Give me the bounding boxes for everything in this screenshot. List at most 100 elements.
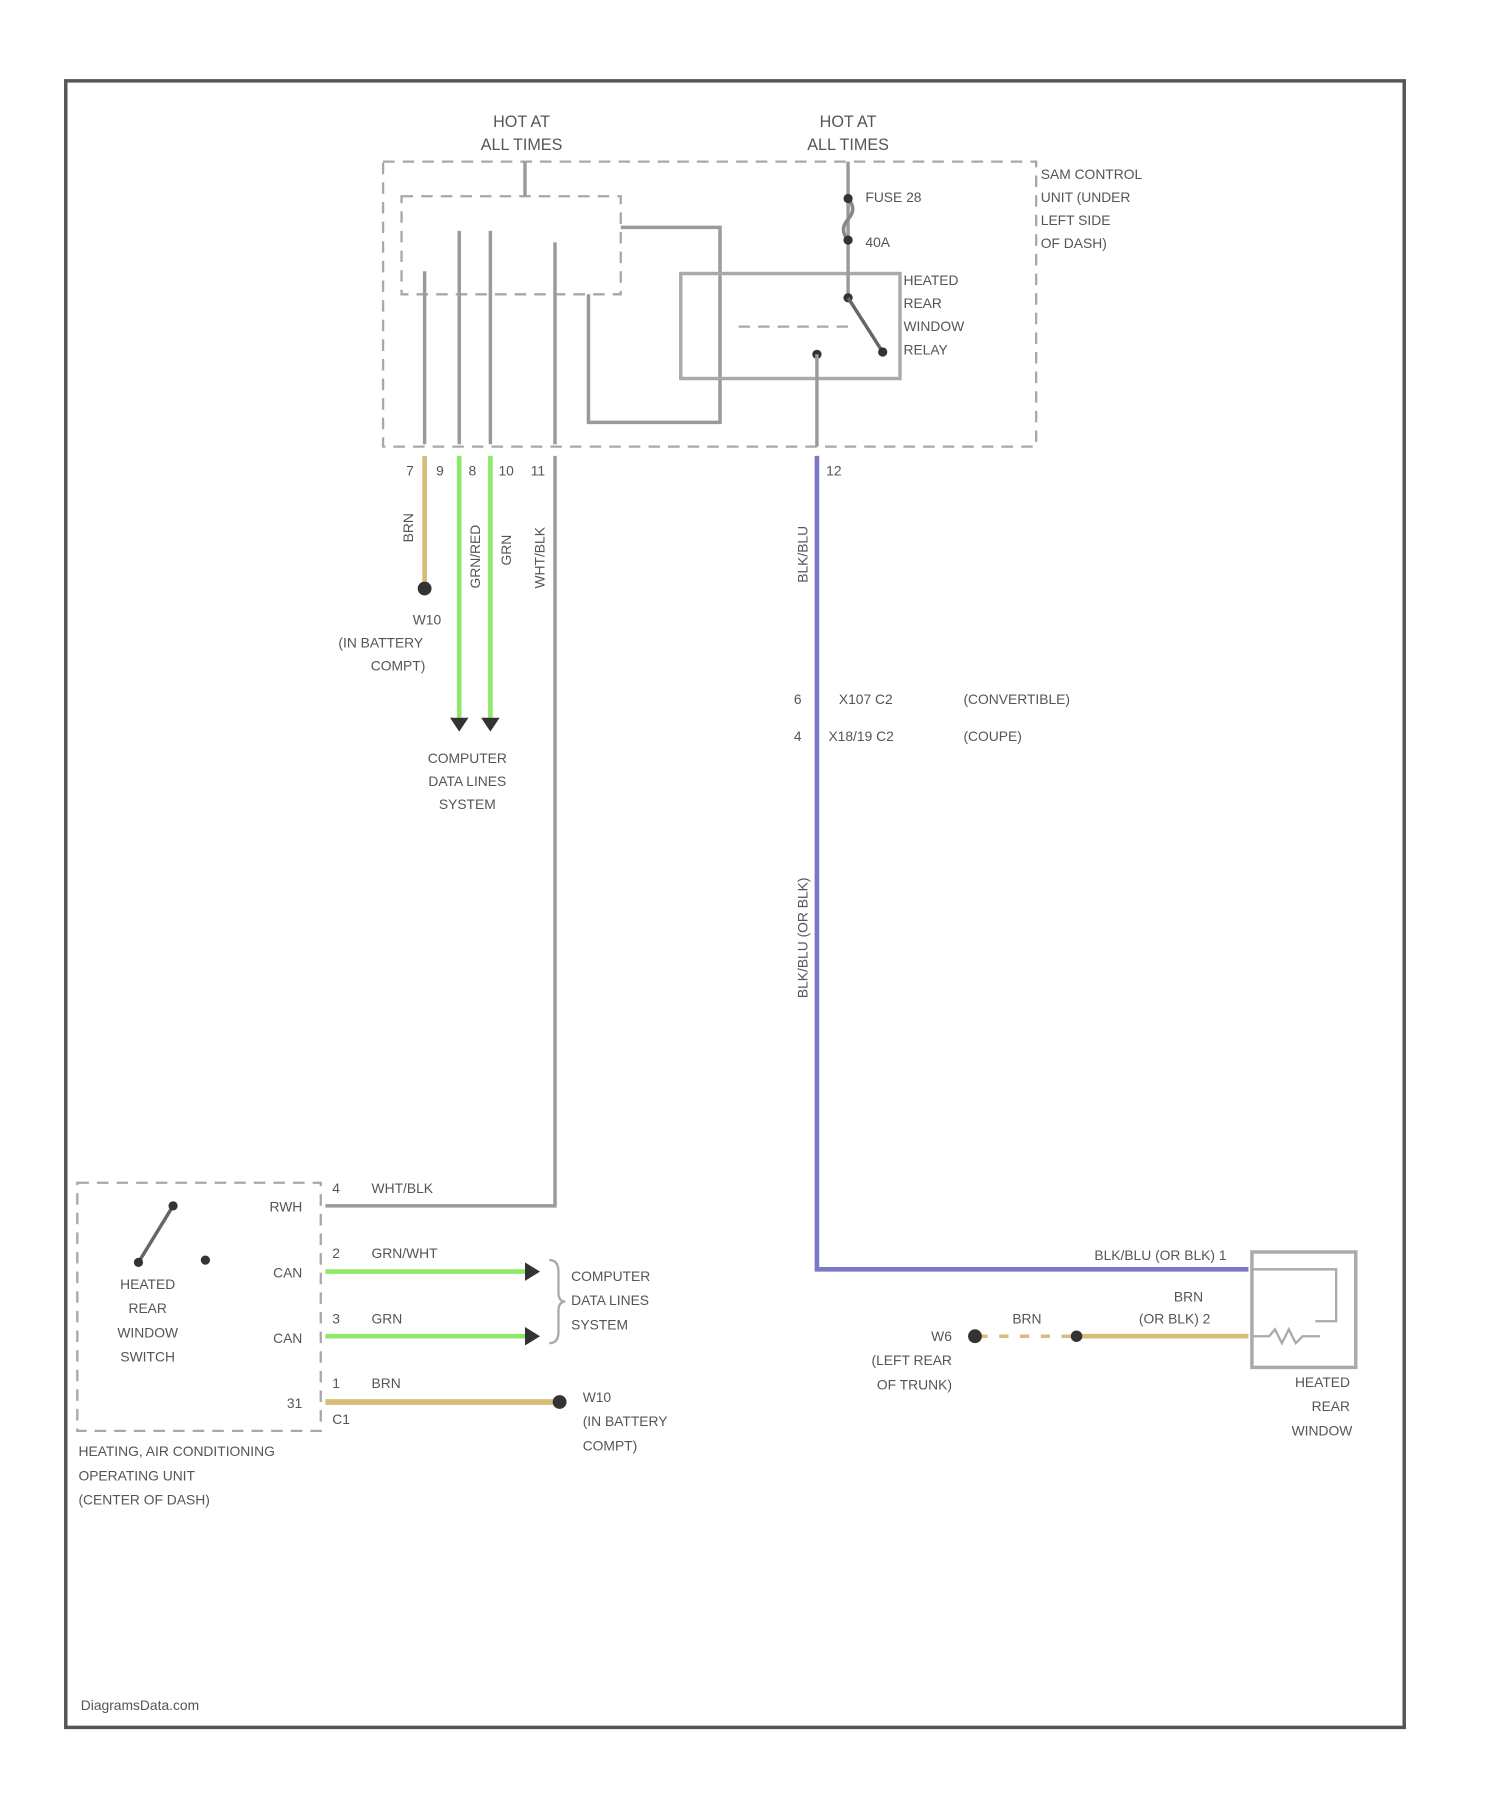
svg-text:UNIT (UNDER: UNIT (UNDER (1041, 189, 1131, 205)
splice-dot (1071, 1330, 1083, 1342)
svg-text:DATA LINES: DATA LINES (571, 1292, 649, 1308)
svg-text:SYSTEM: SYSTEM (571, 1316, 628, 1332)
connector-coupe: 4 X18/19 C2 (COUPE) (794, 728, 1022, 744)
wire-label-blk-blu: BLK/BLU (795, 526, 811, 583)
computer-data-lines-label: COMPUTER DATA LINES SYSTEM (428, 750, 507, 812)
relay-coil-circuit (588, 227, 720, 422)
wire-label: WHT/BLK (372, 1180, 434, 1196)
fuse-dot-top (843, 194, 852, 203)
brace-icon (549, 1260, 565, 1343)
ground-w10-label: W10 (IN BATTERY COMPT) (338, 611, 441, 673)
svg-text:REAR: REAR (903, 295, 941, 311)
pin-num: 3 (332, 1311, 340, 1327)
fuse-label: FUSE 28 (865, 189, 921, 205)
sam-pin: 9 (436, 462, 444, 478)
sam-pin: 11 (531, 462, 546, 478)
fuse-dot-bottom (843, 235, 852, 244)
svg-text:4: 4 (794, 728, 802, 744)
sam-inner-module (402, 196, 621, 294)
relay-pin: 12 (826, 462, 841, 478)
svg-text:W6: W6 (931, 1328, 952, 1344)
diagram-border (66, 81, 1404, 1728)
svg-text:WINDOW: WINDOW (1292, 1422, 1353, 1438)
hot-label-1a: HOT AT (493, 113, 550, 131)
svg-text:HEATED: HEATED (903, 272, 958, 288)
wire-label-brn-rear: BRN (1174, 1289, 1203, 1305)
relay-switch-contact (878, 347, 887, 356)
svg-text:SWITCH: SWITCH (120, 1349, 175, 1365)
wire-wht-blk (325, 456, 555, 1206)
svg-text:W10: W10 (583, 1389, 612, 1405)
hvac-connector: C1 (332, 1411, 350, 1427)
ground-w6-dot (968, 1329, 982, 1343)
hvac-operating-unit-box (77, 1183, 320, 1431)
fuse-rating: 40A (865, 234, 890, 250)
svg-text:X107 C2: X107 C2 (839, 691, 893, 707)
pin-rwh: RWH (270, 1199, 303, 1215)
switch-contact (201, 1255, 210, 1264)
ground-w10-dot (418, 582, 432, 596)
arrow-icon (525, 1262, 540, 1280)
svg-text:HEATED: HEATED (120, 1276, 175, 1292)
wire-label-grn-red: GRN/RED (467, 525, 483, 589)
switch-dot (168, 1201, 177, 1210)
switch-label: HEATED REAR WINDOW SWITCH (117, 1276, 178, 1365)
arrow-icon (525, 1327, 540, 1345)
arrow-icon (481, 718, 499, 732)
wire-label: GRN/WHT (372, 1245, 439, 1261)
sam-pin: 10 (498, 462, 514, 478)
svg-text:HEATED: HEATED (1295, 1374, 1350, 1390)
svg-text:(IN BATTERY: (IN BATTERY (583, 1413, 668, 1429)
svg-text:WINDOW: WINDOW (117, 1324, 178, 1340)
pin-num: 1 (332, 1375, 340, 1391)
svg-text:OPERATING UNIT: OPERATING UNIT (78, 1467, 195, 1483)
wire-label: GRN (372, 1311, 403, 1327)
switch-icon (138, 1206, 173, 1263)
svg-text:LEFT SIDE: LEFT SIDE (1041, 212, 1111, 228)
wire-label-wht-blk: WHT/BLK (532, 526, 548, 588)
svg-text:(COUPE): (COUPE) (963, 728, 1021, 744)
svg-text:REAR: REAR (1312, 1398, 1350, 1414)
sam-pin: 7 (406, 462, 414, 478)
watermark: DiagramsData.com (81, 1697, 199, 1713)
wire-label-brn: BRN (400, 513, 416, 542)
sam-pin: 8 (468, 462, 476, 478)
hot-label-2b: ALL TIMES (807, 136, 889, 154)
svg-text:DATA LINES: DATA LINES (428, 773, 506, 789)
wire-label-grn: GRN (498, 535, 514, 566)
relay-label: HEATED REAR WINDOW RELAY (903, 272, 964, 357)
ground-w10-dot-2 (553, 1395, 567, 1409)
wire-label-blk-blu-rear: BLK/BLU (OR BLK) 1 (1094, 1247, 1226, 1263)
svg-text:6: 6 (794, 691, 802, 707)
relay-switch-icon (848, 298, 883, 352)
svg-text:SYSTEM: SYSTEM (439, 796, 496, 812)
svg-text:COMPT): COMPT) (371, 657, 426, 673)
ground-w6-label: W6 (LEFT REAR OF TRUNK) (871, 1328, 952, 1392)
svg-text:REAR: REAR (128, 1300, 166, 1316)
svg-text:W10: W10 (413, 611, 442, 627)
connector-convertible: 6 X107 C2 (CONVERTIBLE) (794, 691, 1070, 707)
svg-text:HEATING, AIR CONDITIONING: HEATING, AIR CONDITIONING (78, 1443, 274, 1459)
wire-label-brn-rear-or: (OR BLK) 2 (1139, 1311, 1210, 1327)
switch-dot (134, 1258, 143, 1267)
wire-label: BRN (372, 1375, 401, 1391)
svg-text:COMPUTER: COMPUTER (571, 1268, 650, 1284)
svg-text:COMPT): COMPT) (583, 1437, 638, 1453)
svg-text:(IN BATTERY: (IN BATTERY (338, 634, 423, 650)
svg-text:(CENTER OF DASH): (CENTER OF DASH) (78, 1492, 209, 1508)
pin-can-1: CAN (273, 1264, 302, 1280)
heated-rear-window-label: HEATED REAR WINDOW (1292, 1374, 1353, 1438)
ground-w10-label-2: W10 (IN BATTERY COMPT) (583, 1389, 668, 1453)
computer-data-lines-label-2: COMPUTER DATA LINES SYSTEM (571, 1268, 650, 1332)
svg-text:OF DASH): OF DASH) (1041, 235, 1107, 251)
hot-label-2a: HOT AT (820, 113, 877, 131)
arrow-icon (450, 718, 468, 732)
svg-text:(LEFT REAR: (LEFT REAR (871, 1352, 951, 1368)
heater-element-icon (1252, 1329, 1320, 1343)
pin-num: 2 (332, 1245, 340, 1261)
wire-label-brn-splice: BRN (1012, 1311, 1041, 1327)
sam-label: SAM CONTROL UNIT (UNDER LEFT SIDE OF DAS… (1041, 166, 1143, 251)
svg-text:COMPUTER: COMPUTER (428, 750, 507, 766)
pin-can-2: CAN (273, 1330, 302, 1346)
